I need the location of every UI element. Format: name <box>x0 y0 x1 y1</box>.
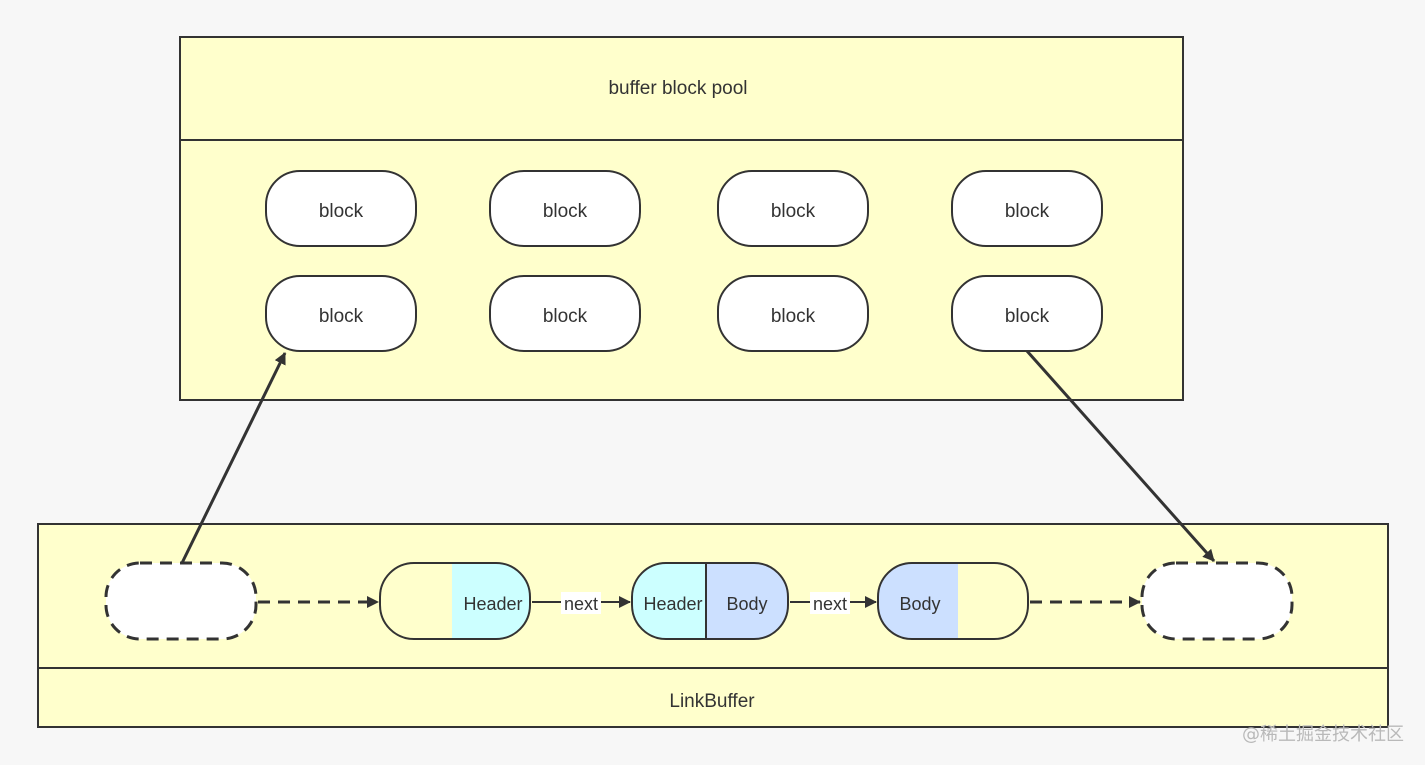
arrow-allocate-from-pool <box>1025 350 1216 562</box>
node1-header-segment <box>452 563 530 639</box>
node2-body-label: Body <box>726 594 767 614</box>
link-buffer-title: LinkBuffer <box>669 691 755 712</box>
next-label-1: next <box>564 594 598 614</box>
node1-header-label: Header <box>463 594 522 614</box>
link-node-2: Header Body <box>631 562 789 640</box>
block-label: block <box>319 306 364 327</box>
link-node-1: Header <box>379 562 531 640</box>
arrow-release-to-pool <box>180 352 287 564</box>
buffer-block-pool: buffer block pool block block block bloc… <box>179 36 1184 401</box>
node3-body-segment <box>878 563 958 639</box>
pool-block-6: block <box>489 275 641 352</box>
watermark: @稀土掘金技术社区 <box>1242 724 1404 745</box>
block-label: block <box>771 306 816 327</box>
link-buffer: LinkBuffer Header Header Body Body <box>37 523 1389 728</box>
node2-header-segment <box>632 563 710 639</box>
link-node-3: Body <box>877 562 1029 640</box>
pool-block-2: block <box>489 170 641 247</box>
pool-block-8: block <box>951 275 1103 352</box>
block-label: block <box>543 306 588 327</box>
pool-block-5: block <box>265 275 417 352</box>
next-label-2: next <box>813 594 847 614</box>
block-label: block <box>543 201 588 222</box>
block-label: block <box>771 201 816 222</box>
pool-title: buffer block pool <box>608 78 747 99</box>
pool-block-7: block <box>717 275 869 352</box>
block-label: block <box>1005 306 1050 327</box>
node2-body-segment <box>706 563 788 639</box>
empty-node-right <box>1140 561 1294 641</box>
pool-block-4: block <box>951 170 1103 247</box>
node2-header-label: Header <box>643 594 702 614</box>
pool-block-1: block <box>265 170 417 247</box>
block-label: block <box>319 201 364 222</box>
empty-node-left <box>104 561 258 641</box>
node3-body-label: Body <box>899 594 940 614</box>
next-label-bg-1 <box>561 592 601 614</box>
pool-block-3: block <box>717 170 869 247</box>
next-label-bg-2 <box>810 592 850 614</box>
block-label: block <box>1005 201 1050 222</box>
